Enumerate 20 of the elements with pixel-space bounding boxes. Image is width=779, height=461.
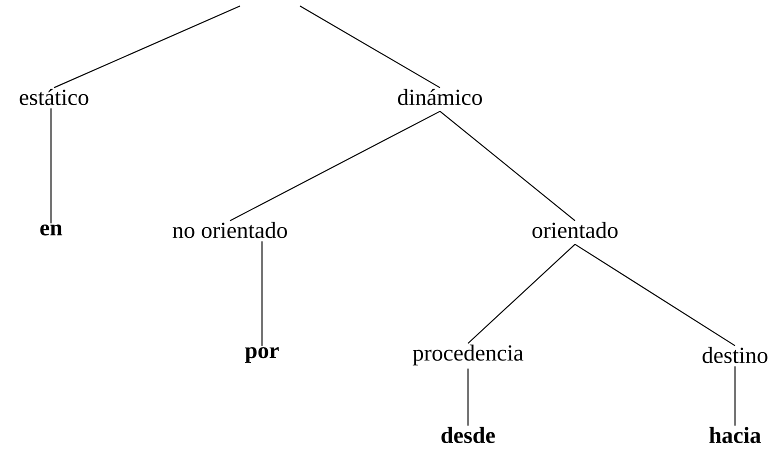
tree-branch: [574, 244, 736, 346]
tree-branch: [440, 110, 576, 222]
tree-branch: [261, 241, 263, 346]
tree-branch: [300, 6, 440, 88]
category-label: dinámico: [398, 88, 482, 106]
category-label: no orientado: [172, 222, 287, 238]
category-label: destino: [702, 346, 768, 364]
category-label: estático: [20, 88, 88, 106]
category-label: procedencia: [412, 344, 524, 366]
tree-branch: [54, 6, 240, 88]
term-word: por: [245, 347, 279, 363]
category-label: orientado: [532, 222, 618, 238]
tree-branch: [50, 108, 52, 224]
term-word: en: [40, 224, 62, 236]
tree-branch: [467, 368, 469, 426]
tree-branch: [468, 244, 576, 344]
term-word: desde: [441, 426, 495, 444]
term-word: hacia: [709, 426, 761, 444]
tree-branch: [734, 366, 736, 426]
tree-branch: [230, 110, 440, 222]
